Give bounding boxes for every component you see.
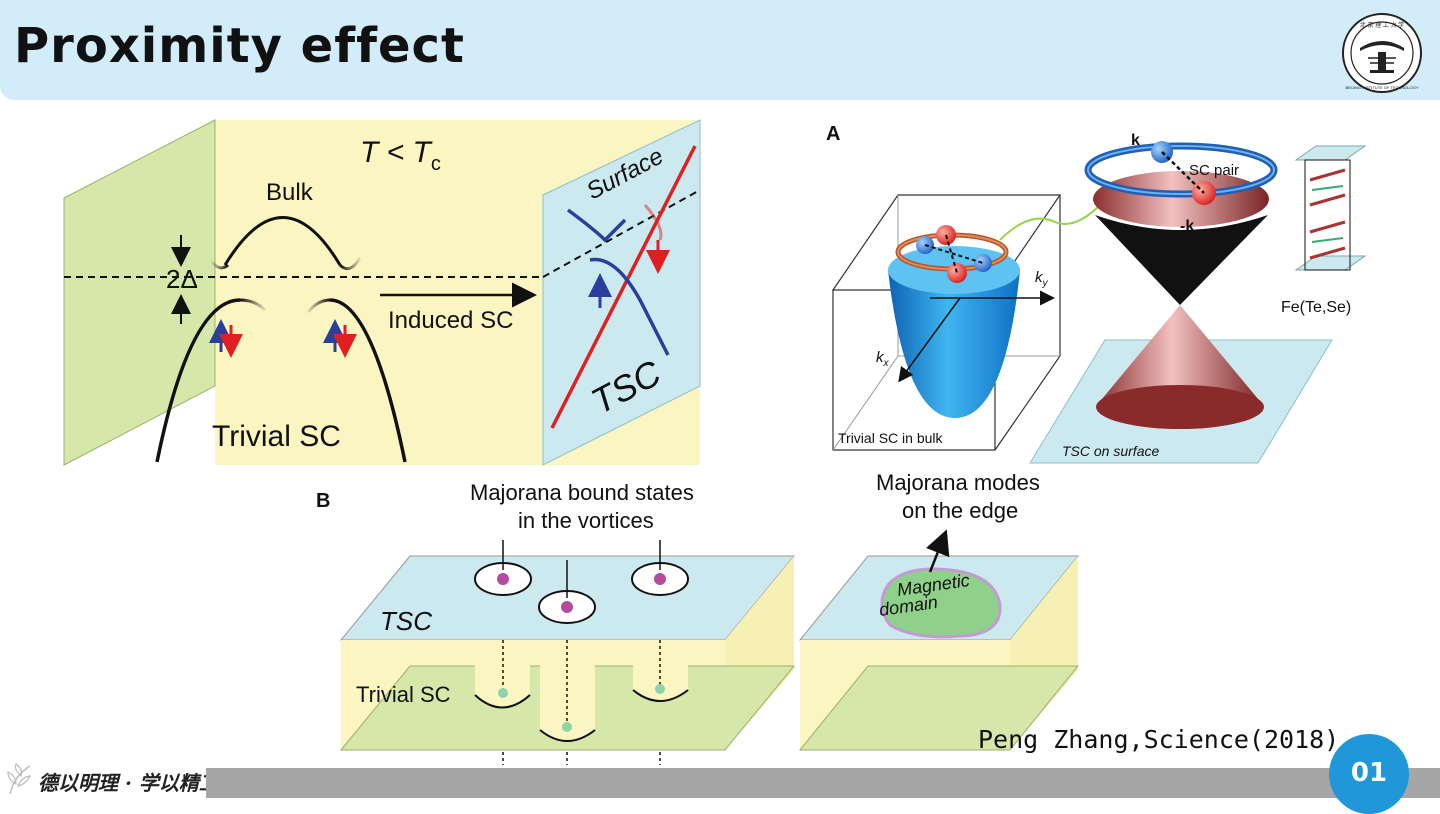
svg-text:BEIJING INSTITUTE OF TECHNOLOG: BEIJING INSTITUTE OF TECHNOLOGY xyxy=(1345,85,1418,90)
panel-a: A xyxy=(826,123,1367,464)
slide-title: Proximity effect xyxy=(14,18,465,74)
panel-b-label: B xyxy=(316,490,330,512)
panel-a-label: A xyxy=(826,123,840,145)
trivial-sc-label: Trivial SC xyxy=(212,420,341,453)
title-bar xyxy=(0,0,1440,100)
kx-label: kx xyxy=(876,349,890,369)
page-number-badge xyxy=(1329,734,1409,814)
page-number: 01 xyxy=(1350,758,1388,788)
crystal-structure xyxy=(1294,145,1367,271)
sc-pair-label: SC pair xyxy=(1189,162,1239,179)
k-label: k xyxy=(1131,132,1140,149)
university-logo: 北 京 理 工 大 学 BEIJING INSTITUTE OF TECHNOL… xyxy=(1342,13,1422,93)
material-label: Fe(Te,Se) xyxy=(1281,299,1351,316)
upper-cone-black xyxy=(1095,215,1268,305)
trivial-bulk-label: Trivial SC in bulk xyxy=(838,430,944,446)
panel-b-trivial-label: Trivial SC xyxy=(356,682,451,707)
svg-text:北 京 理 工 大 学: 北 京 理 工 大 学 xyxy=(1360,21,1404,29)
temperature-label: T < Tc xyxy=(360,136,441,175)
bulk-label: Bulk xyxy=(266,179,314,206)
citation: Peng Zhang,Science(2018) xyxy=(978,725,1340,754)
gap-label: 2Δ xyxy=(166,264,198,294)
ky-label: ky xyxy=(1035,269,1049,289)
induced-sc-label: Induced SC xyxy=(388,307,513,334)
modes-line2: on the edge xyxy=(902,498,1018,523)
modes-line1: Majorana modes xyxy=(876,470,1040,495)
bulk-paraboloid xyxy=(888,270,1020,418)
leaf-icon xyxy=(7,763,32,795)
magnetic-domain xyxy=(880,567,1002,639)
panel-b: B Majorana bound stat xyxy=(316,470,1080,765)
panel-b-tsc-label: TSC xyxy=(380,606,432,636)
left-figure: T < Tc Bulk 2Δ Induced SC Surface TSC Tr… xyxy=(63,119,701,466)
school-motto: 德以明理 · 学以精工 xyxy=(38,771,219,795)
tsc-surface-label: TSC on surface xyxy=(1062,443,1159,459)
bound-states-line1: Majorana bound states xyxy=(470,480,694,505)
minus-k-label: -k xyxy=(1180,218,1194,235)
footer-bar xyxy=(206,768,1440,798)
bound-states-line2: in the vortices xyxy=(518,508,654,533)
